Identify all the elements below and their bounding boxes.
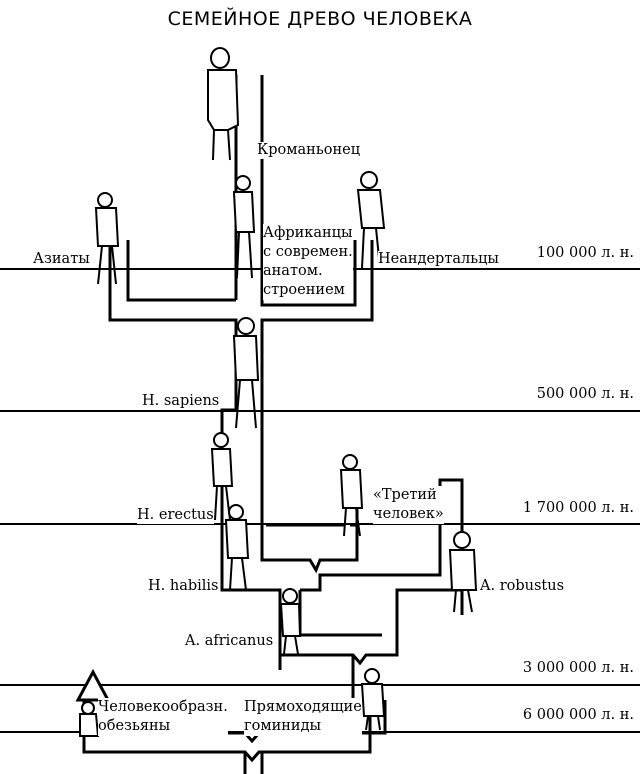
trunk-hominids	[278, 655, 355, 700]
figure-africanus-icon	[279, 588, 302, 655]
branch-africans	[260, 190, 374, 335]
label-hominids-line-2: гоминиды	[244, 718, 322, 734]
trunk-upper	[108, 240, 238, 335]
figure-habilis-icon	[224, 504, 250, 591]
branch-ape	[82, 700, 372, 763]
arrow-up-icon	[75, 668, 111, 702]
label-robustus: A. robustus	[480, 578, 565, 595]
label-neanderthals: Неандертальцы	[378, 251, 499, 268]
figure-ape-icon	[79, 701, 100, 737]
label-apes-line-1: Человекообразн.	[98, 699, 228, 715]
label-africans-line-4: строением	[263, 282, 345, 298]
label-apes-line-2: обезьяны	[98, 718, 171, 734]
timeline-line-3000k	[0, 684, 640, 686]
figure-third-chimp-icon	[339, 454, 364, 537]
branch-robustus	[300, 478, 464, 615]
time-label-6000k: 6 000 000 л. н.	[522, 707, 634, 723]
label-africans-line-2: с современ.	[263, 244, 353, 260]
figure-erectus-icon	[210, 432, 234, 521]
label-third-chimp-line-2: человек»	[373, 506, 444, 522]
timeline-line-500k	[0, 410, 640, 412]
label-apes: Человекообразн. обезьяны	[98, 698, 228, 736]
trunk-root	[243, 752, 264, 774]
label-asians: Азиаты	[33, 251, 90, 268]
label-africans-line-1: Африканцы	[263, 225, 353, 241]
label-africanus: A. africanus	[185, 633, 274, 650]
label-cromagnon: Кроманьонец	[257, 142, 361, 159]
time-label-1700k: 1 700 000 л. н.	[522, 500, 634, 516]
label-africans-line-3: анатом.	[263, 263, 323, 279]
label-hominids-line-1: Прямоходящие	[244, 699, 362, 715]
diagram-title: СЕМЕЙНОЕ ДРЕВО ЧЕЛОВЕКА	[167, 8, 473, 30]
figure-asian-icon	[94, 192, 120, 285]
figure-sapiens-icon	[232, 317, 260, 429]
time-label-500k: 500 000 л. н.	[536, 386, 634, 402]
time-label-100k: 100 000 л. н.	[536, 245, 634, 261]
label-africans: Африканцы с современ. анатом. строением	[263, 224, 353, 300]
trunk-sapiens-right	[260, 335, 359, 574]
label-habilis: H. habilis	[148, 578, 219, 595]
label-third-chimp-line-1: «Третий	[373, 487, 437, 503]
figure-hominid-icon	[360, 668, 386, 731]
label-sapiens: H. sapiens	[142, 393, 220, 410]
figure-african-icon	[232, 175, 256, 279]
time-label-3000k: 3 000 000 л. н.	[522, 660, 634, 676]
figure-neanderthal-icon	[356, 171, 386, 269]
label-third-chimp: «Третий человек»	[373, 486, 444, 524]
figure-robustus-icon	[448, 531, 478, 613]
trunk-africanus	[278, 588, 464, 666]
figure-cromagnon-icon	[207, 47, 240, 161]
label-erectus: H. erectus	[137, 507, 214, 524]
label-hominids: Прямоходящие гоминиды	[244, 698, 362, 736]
